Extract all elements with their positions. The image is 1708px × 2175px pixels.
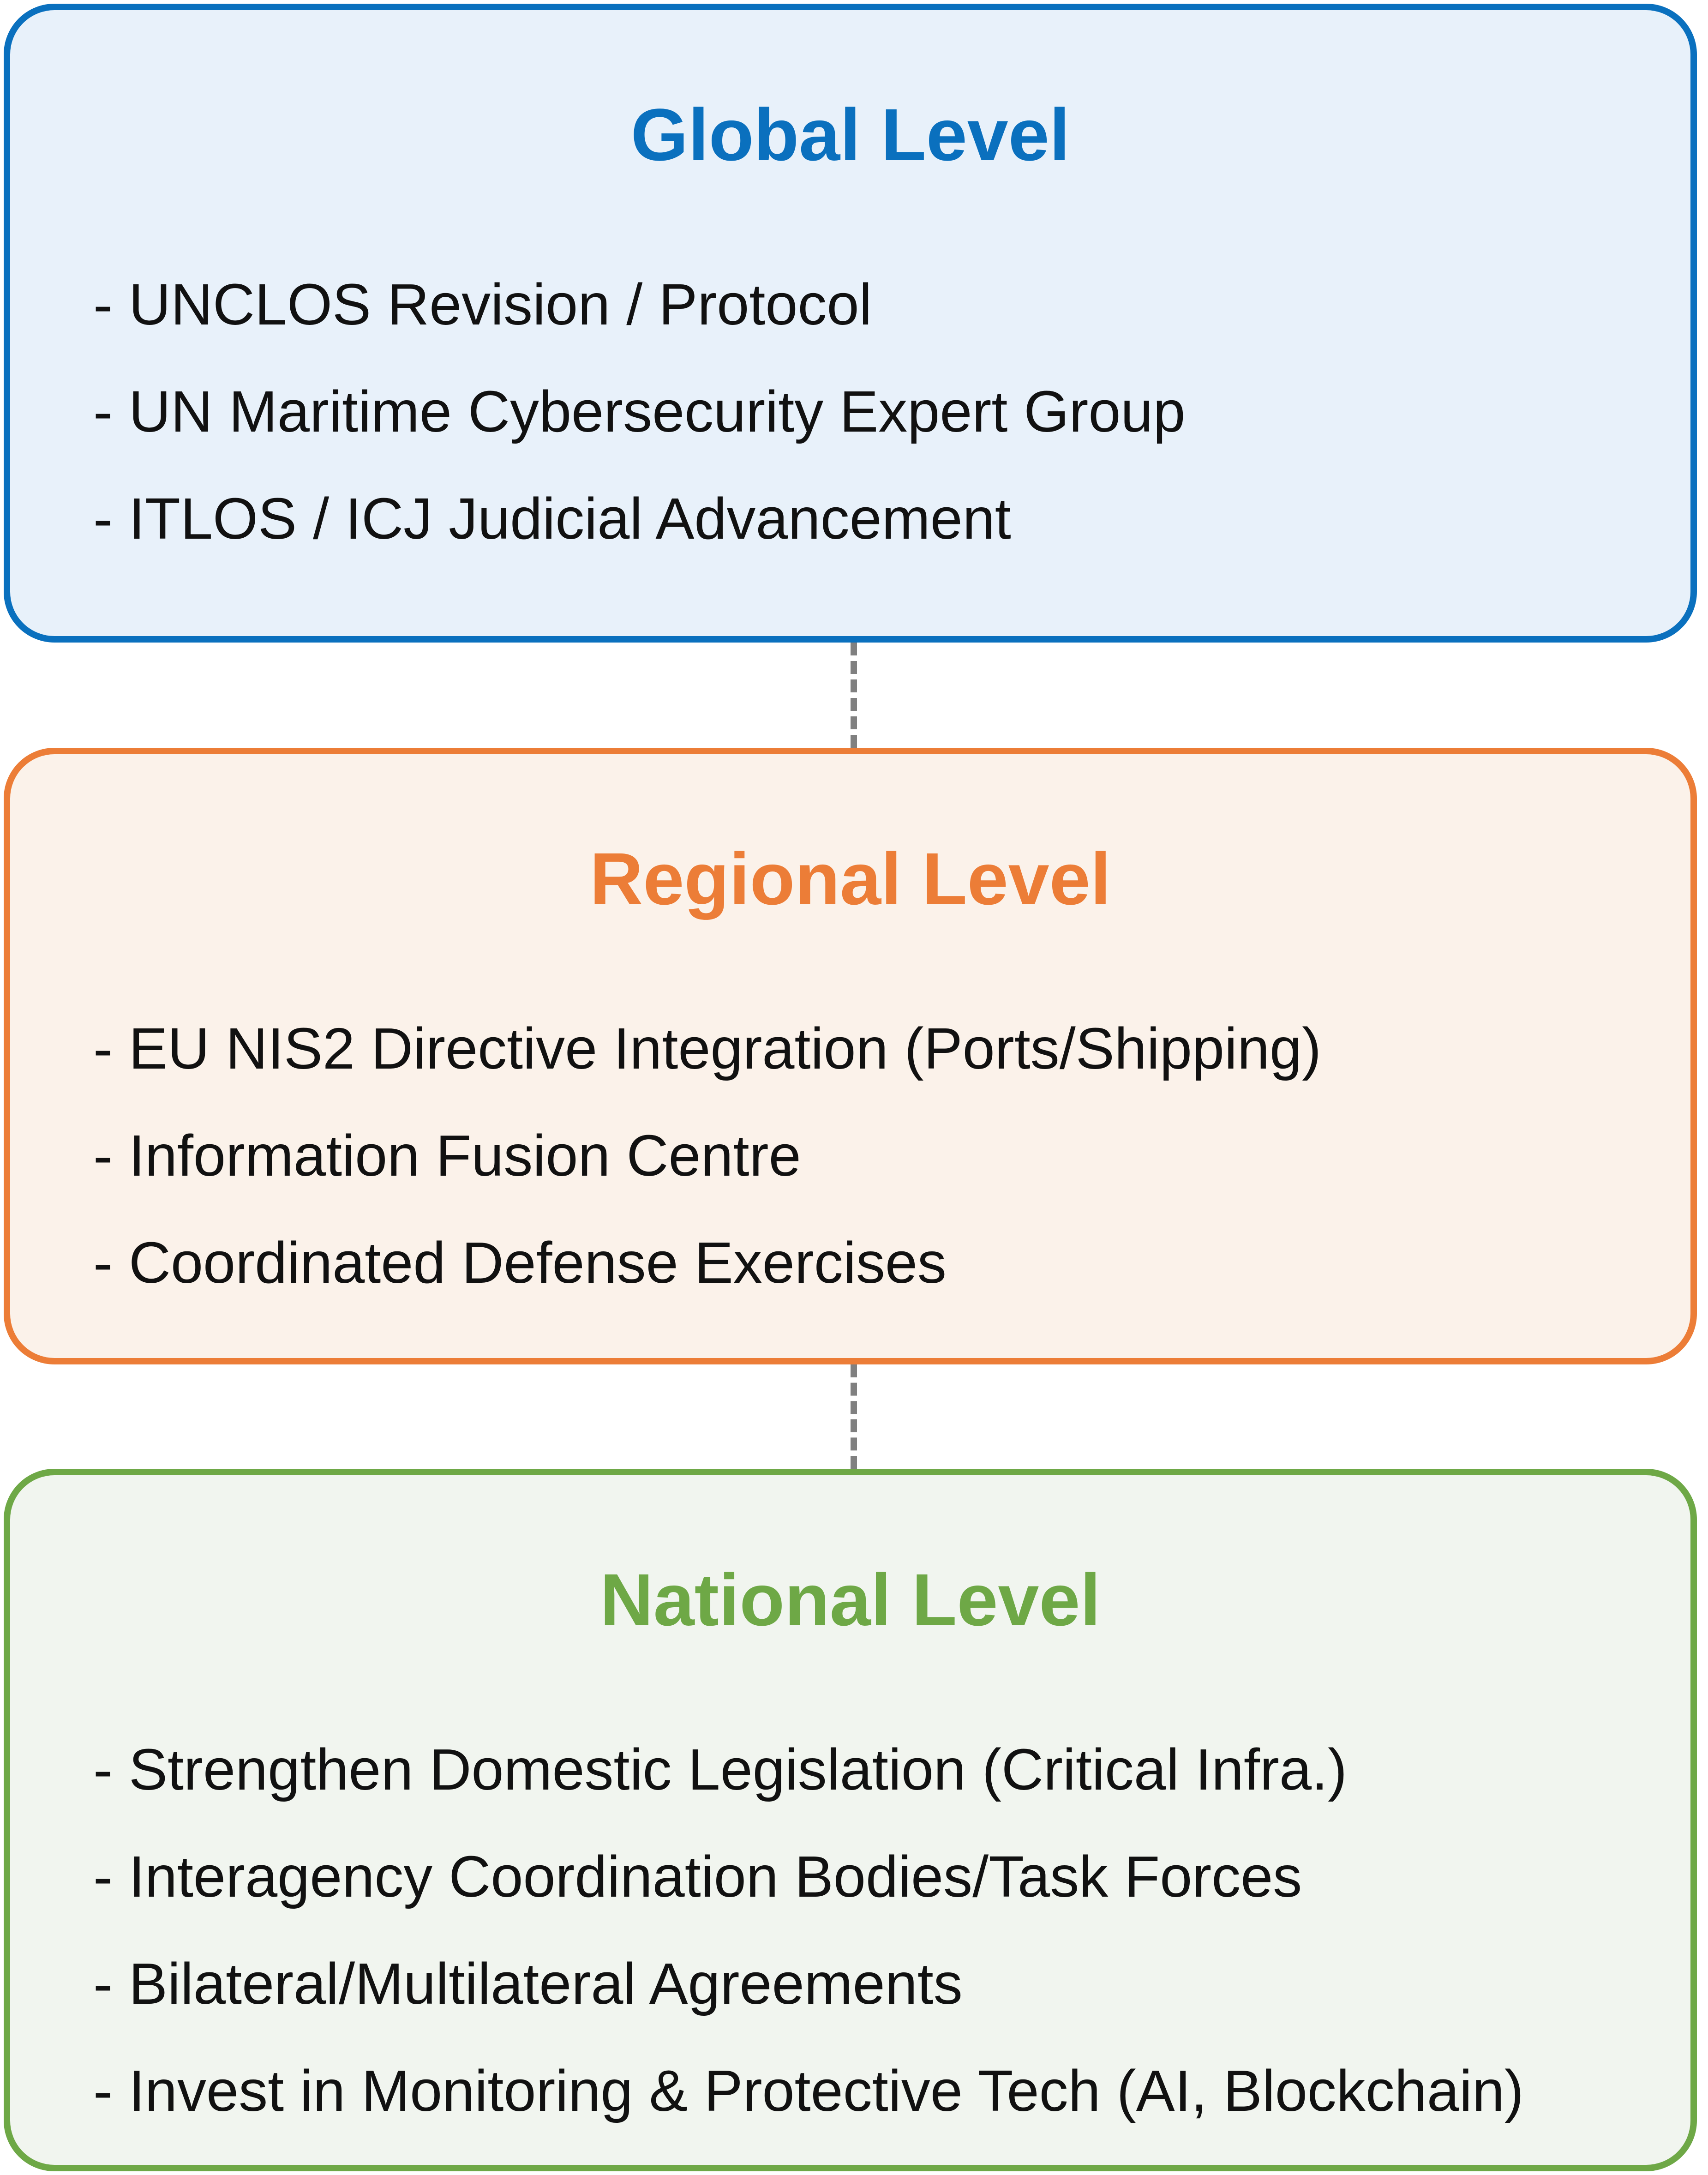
global-level-title: Global Level — [630, 93, 1070, 176]
national-level-title: National Level — [600, 1558, 1101, 1641]
global-level-items: - UNCLOS Revision / Protocol - UN Mariti… — [93, 251, 1186, 572]
national-level-items: - Strengthen Domestic Legislation (Criti… — [93, 1716, 1524, 2145]
regional-level-items: - EU NIS2 Directive Integration (Ports/S… — [93, 995, 1321, 1316]
regional-item-3: - Coordinated Defense Exercises — [93, 1230, 947, 1295]
national-item-4: - Invest in Monitoring & Protective Tech… — [93, 2058, 1524, 2123]
global-level-box: Global Level - UNCLOS Revision / Protoco… — [4, 4, 1697, 643]
global-item-1: - UNCLOS Revision / Protocol — [93, 272, 872, 337]
national-level-box: National Level - Strengthen Domestic Leg… — [4, 1469, 1697, 2171]
regional-item-2: - Information Fusion Centre — [93, 1123, 801, 1188]
national-item-3: - Bilateral/Multilateral Agreements — [93, 1951, 963, 2016]
regional-level-box: Regional Level - EU NIS2 Directive Integ… — [4, 748, 1697, 1364]
national-item-2: - Interagency Coordination Bodies/Task F… — [93, 1844, 1302, 1909]
regional-item-1: - EU NIS2 Directive Integration (Ports/S… — [93, 1016, 1322, 1081]
global-item-2: - UN Maritime Cybersecurity Expert Group — [93, 379, 1186, 444]
regional-national-connector — [851, 1364, 857, 1469]
national-item-1: - Strengthen Domestic Legislation (Criti… — [93, 1737, 1348, 1802]
global-regional-connector — [851, 643, 857, 748]
regional-level-title: Regional Level — [589, 837, 1111, 920]
global-item-3: - ITLOS / ICJ Judicial Advancement — [93, 486, 1011, 551]
